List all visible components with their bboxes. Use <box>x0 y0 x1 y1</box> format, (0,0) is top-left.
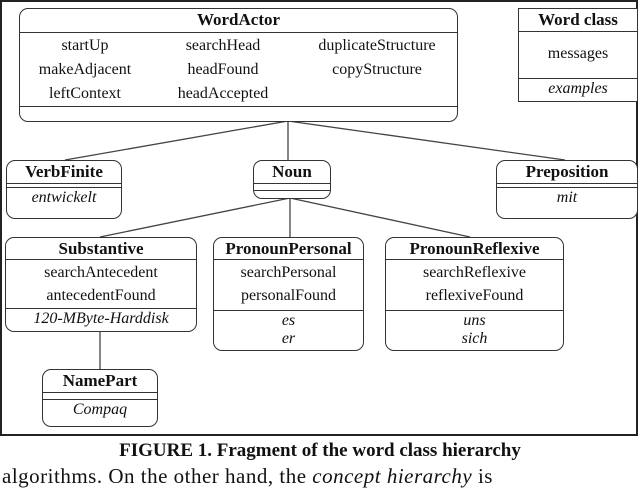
class-namepart: NamePart Compaq <box>42 369 158 427</box>
body-text-italic: concept hierarchy <box>312 464 473 488</box>
message: reflexiveFound <box>425 287 524 304</box>
figure-caption: FIGURE 1. Fragment of the word class hie… <box>119 440 521 461</box>
class-examples <box>20 106 457 121</box>
body-text-pre: algorithms. On the other hand, the <box>2 464 313 488</box>
class-wordactor: WordActor startUp searchHead duplicateSt… <box>19 8 458 122</box>
legend-examples: examples <box>519 78 637 101</box>
message: searchPersonal <box>240 264 337 281</box>
message: startUp <box>61 37 109 54</box>
class-pronounpersonal: PronounPersonal searchPersonal personalF… <box>213 237 364 351</box>
class-name: VerbFinite <box>7 161 121 184</box>
class-preposition: Preposition mit <box>496 160 638 219</box>
class-name: PronounPersonal <box>214 238 363 260</box>
message: makeAdjacent <box>38 61 132 78</box>
class-noun: Noun <box>253 160 331 199</box>
class-verbfinite: VerbFinite entwickelt <box>6 160 122 219</box>
legend-title: Word class <box>519 9 637 32</box>
class-name: Preposition <box>497 161 637 184</box>
figure-frame <box>0 0 638 436</box>
class-examples: es er <box>214 310 363 350</box>
example: sich <box>461 330 488 347</box>
class-pronounreflexive: PronounReflexive searchReflexive reflexi… <box>385 237 564 351</box>
message: searchAntecedent <box>44 264 158 281</box>
class-name: Noun <box>254 161 330 184</box>
class-name: Substantive <box>6 238 196 260</box>
body-text-post: is <box>472 464 493 488</box>
class-substantive: Substantive searchAntecedent antecedentF… <box>5 237 197 332</box>
message: leftContext <box>49 85 121 102</box>
message: headAccepted <box>177 85 269 102</box>
class-examples: entwickelt <box>7 187 121 218</box>
example: 120-MByte-Harddisk <box>33 310 169 327</box>
message: antecedentFound <box>46 287 156 304</box>
example: Compaq <box>72 401 128 418</box>
message: duplicateStructure <box>318 37 436 54</box>
hierarchy-links <box>64 120 566 369</box>
example: es <box>281 312 296 329</box>
class-examples: uns sich <box>386 310 563 350</box>
class-examples: mit <box>497 187 637 218</box>
message <box>296 82 457 106</box>
class-name: WordActor <box>20 9 457 33</box>
example: er <box>281 330 296 347</box>
class-examples <box>254 190 330 198</box>
class-examples: 120-MByte-Harddisk <box>6 308 196 331</box>
message: personalFound <box>240 287 337 304</box>
class-messages: startUp searchHead duplicateStructure ma… <box>20 33 457 106</box>
example: entwickelt <box>31 189 97 206</box>
legend-box: Word class messages examples <box>518 8 638 102</box>
link-wordactor-preposition <box>287 120 566 161</box>
class-examples: Compaq <box>43 399 157 426</box>
class-messages: searchAntecedent antecedentFound <box>6 260 196 308</box>
example: mit <box>556 189 578 206</box>
link-noun-substantive <box>99 197 291 238</box>
link-noun-pronounreflexive <box>289 197 471 238</box>
class-name: PronounReflexive <box>386 238 563 260</box>
link-wordactor-verbfinite <box>64 120 289 161</box>
message: searchReflexive <box>422 264 527 281</box>
message: copyStructure <box>332 61 422 78</box>
legend-messages: messages <box>547 45 609 62</box>
class-messages: searchPersonal personalFound <box>214 260 363 310</box>
class-name: NamePart <box>43 370 157 393</box>
message: headFound <box>187 61 259 78</box>
message: searchHead <box>185 37 261 54</box>
body-text: algorithms. On the other hand, the conce… <box>2 464 493 489</box>
class-messages: searchReflexive reflexiveFound <box>386 260 563 310</box>
example: uns <box>463 312 486 329</box>
